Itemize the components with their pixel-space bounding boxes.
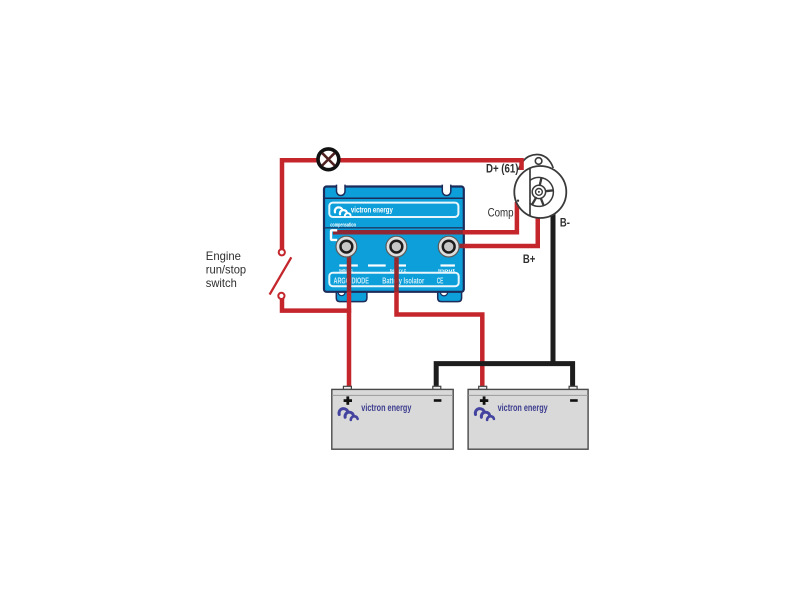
- svg-text:Battery Isolator: Battery Isolator: [382, 277, 425, 286]
- svg-text:run/stop: run/stop: [206, 263, 247, 277]
- svg-text:victron energy: victron energy: [351, 205, 393, 215]
- svg-text:victron energy: victron energy: [498, 402, 548, 414]
- svg-text:B-: B-: [560, 217, 570, 229]
- svg-text:input: input: [438, 268, 457, 272]
- svg-text:CE: CE: [437, 277, 444, 286]
- svg-text:D+ (61): D+ (61): [486, 163, 519, 175]
- svg-text:victron energy: victron energy: [361, 402, 411, 414]
- svg-text:ARGO DIODE: ARGO DIODE: [334, 277, 370, 286]
- svg-text:B+: B+: [523, 254, 536, 266]
- svg-text:Comp: Comp: [488, 207, 514, 219]
- svg-text:switch: switch: [206, 276, 237, 290]
- svg-text:compensation: compensation: [330, 223, 356, 229]
- svg-text:battery 1: battery 1: [339, 268, 353, 272]
- svg-text:Engine: Engine: [206, 249, 241, 263]
